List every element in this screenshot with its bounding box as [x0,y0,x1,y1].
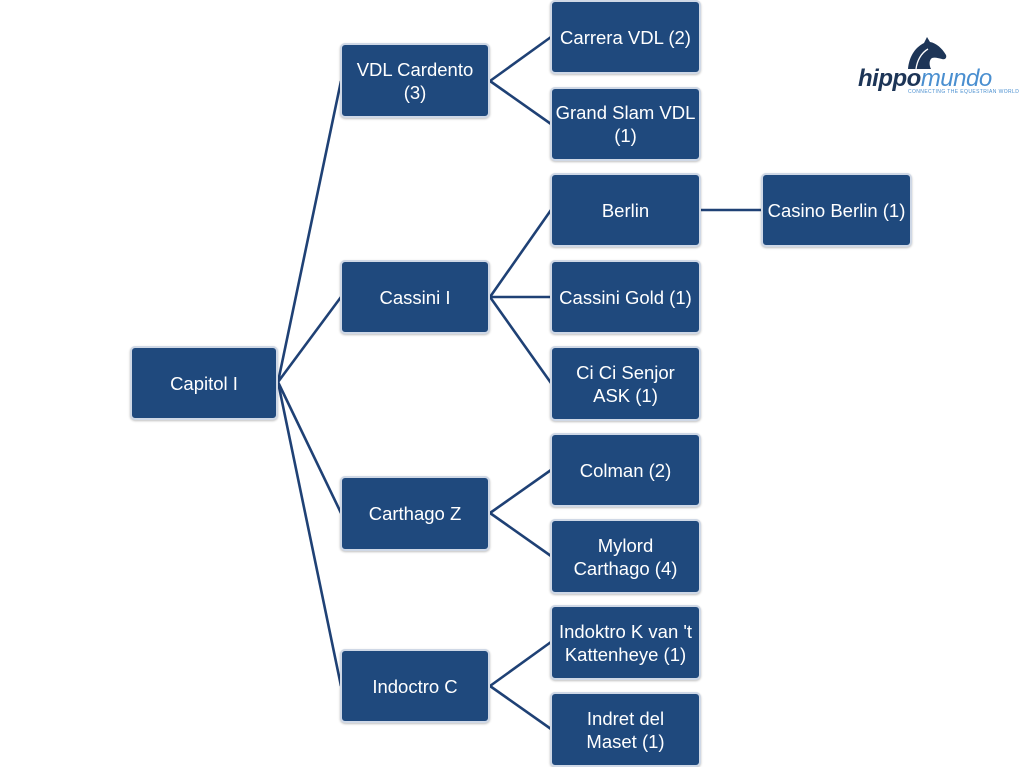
edge-capitol-carthago [276,381,343,514]
node-label: Mylord Carthago (4) [573,534,678,579]
logo-word-hippo: hippo [858,65,921,92]
node-indret-del-maset: Indret del Maset (1) [550,692,701,767]
node-label: Berlin [601,199,650,221]
node-carthago-z: Carthago Z [340,476,490,551]
node-label: Colman (2) [579,459,672,481]
node-label: Indret del Maset (1) [586,707,665,752]
node-label: Carrera VDL (2) [560,26,691,48]
node-cassini-i: Cassini I [340,260,490,334]
logo-word-mundo: mundo [920,65,992,92]
node-label: Carthago Z [368,503,462,524]
node-label: Casino Berlin (1) [767,199,906,221]
node-casino-berlin: Casino Berlin (1) [761,173,912,247]
edge-vdl-cardento-grand-slam [489,79,552,126]
horse-head-icon [908,37,947,70]
edge-indoctro-indret [489,684,552,731]
edge-capitol-indoctro [276,381,343,687]
node-mylord-carthago: Mylord Carthago (4) [550,519,701,594]
edge-carthago-colman [489,468,552,515]
node-label: Grand Slam VDL (1) [555,102,696,146]
node-indoctro-c: Indoctro C [340,649,490,723]
node-label: Cassini I [379,286,451,308]
node-grand-slam-vdl: Grand Slam VDL (1) [550,87,701,161]
node-label: Capitol I [170,372,238,394]
logo-tagline: CONNECTING THE EQUESTRIAN WORLD [908,89,1020,95]
node-ci-ci-senjor-ask: Ci Ci Senjor ASK (1) [550,346,701,421]
edge-cassini-ci-ci-senjor [488,296,553,384]
edge-capitol-vdl-cardento [276,80,343,383]
node-label: VDL Cardento (3) [356,58,474,103]
node-label: Cassini Gold (1) [559,286,692,308]
logo-wordmark: hippomundo [858,66,992,92]
node-capitol-i: Capitol I [130,346,278,420]
edge-carthago-mylord [489,511,552,558]
hippomundo-logo: hippomundo CONNECTING THE EQUESTRIAN WOR… [852,36,1019,98]
node-berlin: Berlin [550,173,701,247]
edge-indoctro-indoktro-k [489,640,552,688]
node-label: Ci Ci Senjor ASK (1) [576,361,675,406]
node-carrera-vdl: Carrera VDL (2) [550,0,701,74]
node-label: Indoctro C [372,675,458,697]
node-cassini-gold: Cassini Gold (1) [550,260,701,334]
edge-capitol-cassini [276,296,343,383]
node-colman: Colman (2) [550,433,701,507]
edge-vdl-cardento-carrera [489,35,552,83]
node-indoktro-k-van-t-kattenheye: Indoktro K van 't Kattenheye (1) [550,605,701,680]
edge-cassini-berlin [488,209,553,298]
node-vdl-cardento: VDL Cardento (3) [340,43,490,118]
node-label: Indoktro K van 't Kattenheye (1) [558,620,693,665]
